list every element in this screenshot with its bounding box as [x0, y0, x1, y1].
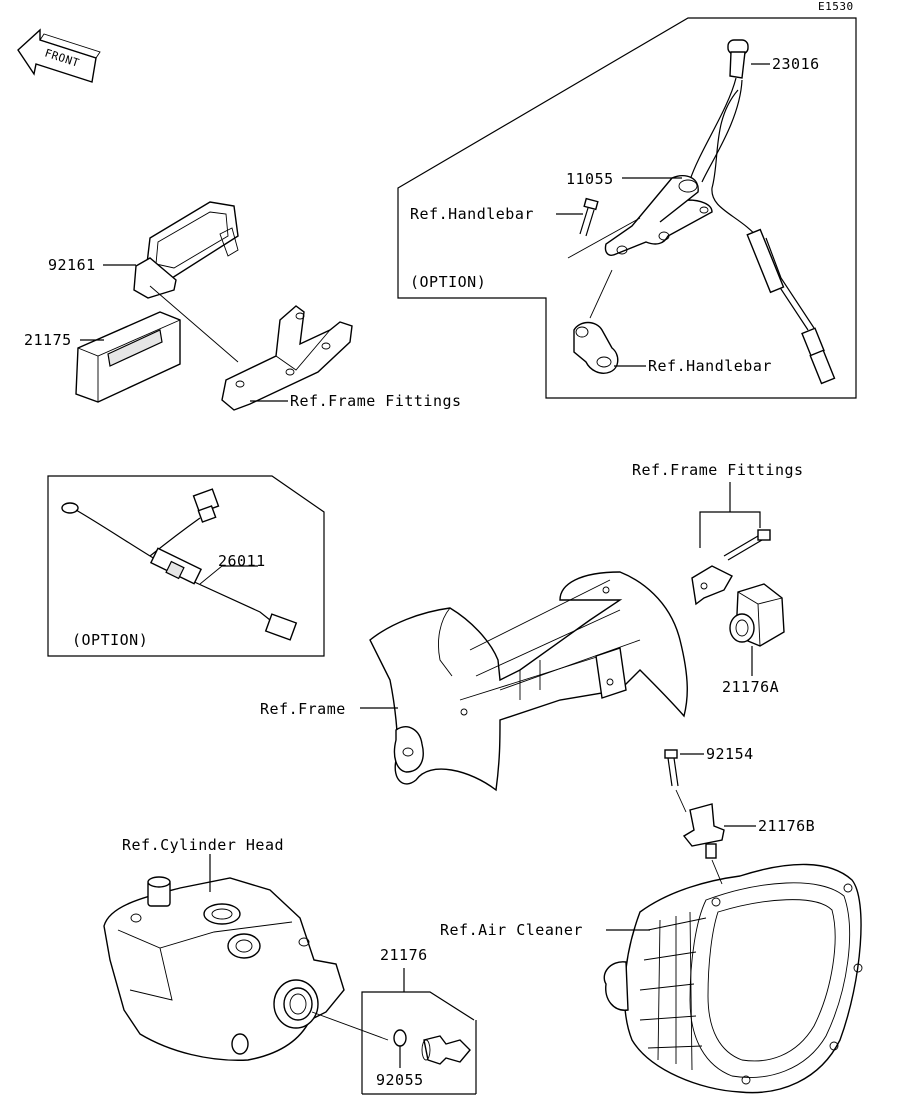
label-23016: 23016	[772, 55, 820, 73]
label-92055: 92055	[376, 1071, 424, 1089]
label-21176A: 21176A	[722, 678, 779, 696]
label-92161: 92161	[48, 256, 96, 274]
part-21176-sensor-group	[361, 968, 477, 1095]
part-26011-harness	[61, 488, 298, 641]
handlebar-clamp	[573, 269, 646, 374]
air-cleaner-housing	[603, 859, 863, 1094]
frame-fittings-right	[691, 482, 771, 606]
option-panel-top	[397, 17, 857, 399]
label-21175: 21175	[24, 331, 72, 349]
label-26011: 26011	[218, 552, 266, 570]
part-21176B-sensor	[682, 803, 756, 859]
option-panel-left	[47, 475, 325, 657]
label-option-top: (OPTION)	[410, 273, 486, 291]
part-23016-switch-cable	[689, 39, 836, 385]
part-92154-screw	[664, 749, 704, 813]
label-21176B: 21176B	[758, 817, 815, 835]
handlebar-bolt-top	[556, 197, 641, 259]
label-92154: 92154	[706, 745, 754, 763]
label-ref-handlebar-top: Ref.Handlebar	[410, 205, 534, 223]
label-option-left: (OPTION)	[72, 631, 148, 649]
part-92161-ecu-cover	[103, 201, 239, 363]
part-21176A-sensor	[729, 583, 785, 676]
label-ref-handlebar-bottom: Ref.Handlebar	[648, 357, 772, 375]
diagram-code: E1530	[818, 0, 854, 13]
label-11055: 11055	[566, 170, 614, 188]
part-11055-bracket	[604, 174, 713, 256]
ecu-mounting-bracket	[221, 305, 353, 411]
frame-structure	[360, 571, 688, 792]
label-ref-cylinder-head: Ref.Cylinder Head	[122, 836, 284, 854]
cylinder-head	[103, 854, 389, 1061]
label-21176: 21176	[380, 946, 428, 964]
label-ref-frame: Ref.Frame	[260, 700, 346, 718]
label-ref-frame-fittings-left: Ref.Frame Fittings	[290, 392, 462, 410]
label-ref-air-cleaner: Ref.Air Cleaner	[440, 921, 583, 939]
part-92055-o-ring	[393, 1029, 407, 1047]
part-21175-ecu	[75, 311, 181, 403]
front-arrow-icon: FRONT	[17, 28, 101, 83]
label-ref-frame-fittings-right: Ref.Frame Fittings	[632, 461, 804, 479]
